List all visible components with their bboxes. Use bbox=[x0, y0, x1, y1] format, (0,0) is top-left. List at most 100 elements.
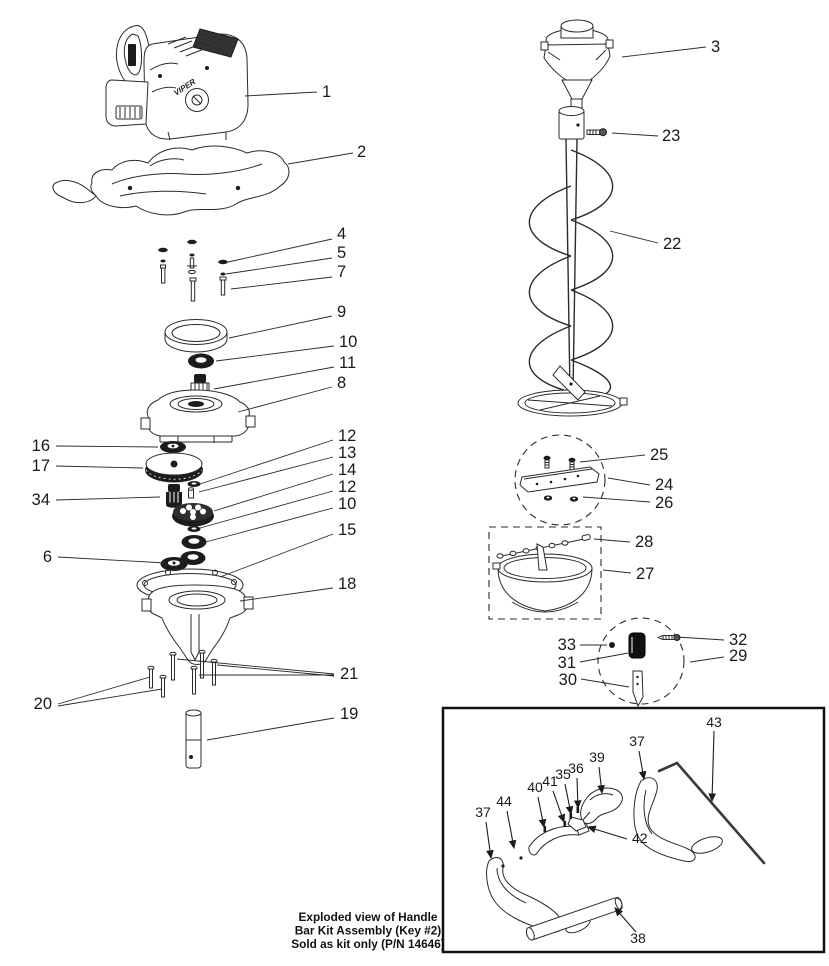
leader-line-auger bbox=[609, 230, 659, 244]
leader-line-blade bbox=[607, 477, 651, 486]
leader-line-bearing-upper bbox=[215, 345, 335, 362]
leader-line-fastener-40 bbox=[537, 796, 547, 829]
leader-line-throttle-grip bbox=[597, 766, 605, 795]
gearbox-assembly-drawing bbox=[540, 19, 614, 117]
housing-bolts-drawing bbox=[147, 649, 218, 698]
throttle-grip-drawing bbox=[580, 787, 623, 825]
callout-label-bearing-mid: 10 bbox=[338, 495, 356, 513]
leader-line-fastener-41 bbox=[552, 790, 566, 824]
leader-line-secondary-gear bbox=[213, 473, 334, 512]
lower-housing-drawing bbox=[141, 584, 254, 665]
leader-line-handlebar-frame bbox=[287, 152, 354, 165]
leader-line-washer-c bbox=[199, 439, 334, 485]
callout-label-point-kit: 29 bbox=[729, 647, 747, 665]
callout-label-washer-b: 5 bbox=[337, 244, 346, 262]
leader-line-bolts-right bbox=[216, 664, 335, 677]
callout-label-point-holder: 31 bbox=[558, 654, 576, 672]
callout-label-shaft-bolt: 23 bbox=[662, 127, 680, 145]
leader-line-engine bbox=[244, 91, 318, 97]
callout-label-pin: 13 bbox=[338, 444, 356, 462]
leader-line-handle-half-right bbox=[638, 750, 647, 781]
callout-layer: 1245791011816173412131412101561820211932… bbox=[32, 38, 748, 946]
callout-label-main-gear: 17 bbox=[32, 457, 50, 475]
leader-line-handle-half-left bbox=[485, 821, 494, 860]
leader-line-bolts-left bbox=[57, 688, 163, 707]
leader-line-shaft-bolt bbox=[611, 132, 659, 137]
leader-line-gearbox-housing-lower bbox=[239, 587, 334, 602]
callout-label-engine: 1 bbox=[322, 83, 331, 101]
caption: Exploded view of Handle Bar Kit Assembly… bbox=[291, 910, 444, 951]
callout-label-bearing-upper: 10 bbox=[339, 333, 357, 351]
callout-label-bolts-left: 20 bbox=[34, 695, 52, 713]
leader-line-blade-nuts bbox=[582, 496, 651, 503]
callout-label-blade-nuts: 26 bbox=[655, 494, 673, 512]
output-shaft-drawing bbox=[185, 709, 202, 769]
callout-label-blade-screws: 25 bbox=[650, 446, 668, 464]
leader-line-washer-a bbox=[227, 238, 333, 263]
handle-half-right-drawing bbox=[633, 777, 696, 863]
bearing-upper-drawing bbox=[188, 353, 214, 369]
leader-line-washer-d bbox=[199, 490, 334, 529]
callout-label-handle-grip-tube: 38 bbox=[630, 930, 646, 946]
caption-line-1: Exploded view of Handle bbox=[299, 910, 438, 924]
callout-label-handle-half-right: 37 bbox=[629, 733, 645, 749]
leader-line-pin bbox=[198, 456, 334, 493]
leader-line-pinion-gear bbox=[213, 366, 335, 390]
callout-label-throttle-grip: 39 bbox=[589, 749, 605, 765]
callout-label-secondary-gear: 14 bbox=[338, 461, 356, 479]
engine-drawing: VIPER bbox=[105, 25, 249, 141]
callout-label-centering-point: 30 bbox=[559, 671, 577, 689]
upper-housing-drawing bbox=[140, 389, 256, 443]
callout-label-output-shaft: 19 bbox=[340, 705, 358, 723]
main-gear-drawing bbox=[145, 452, 203, 483]
handle-grip-tube-drawing bbox=[525, 896, 623, 941]
leader-line-bolts-left bbox=[57, 676, 151, 705]
handle-clamp-center-drawing bbox=[528, 825, 580, 856]
callout-label-bearing-small: 16 bbox=[32, 437, 50, 455]
callout-label-handlebar-frame: 2 bbox=[357, 143, 366, 161]
fastener-cluster-drawing bbox=[158, 239, 228, 302]
leader-line-point-kit bbox=[689, 656, 725, 663]
blade-screw-drawing bbox=[543, 455, 576, 471]
callout-label-throttle-trigger: 42 bbox=[632, 830, 648, 846]
callout-label-pinion-gear: 11 bbox=[339, 354, 356, 372]
callout-label-bolt-a: 7 bbox=[337, 263, 346, 281]
point-kit-drawing bbox=[597, 617, 685, 708]
callout-label-gearbox-assembly: 3 bbox=[711, 38, 720, 56]
callout-label-blade: 24 bbox=[655, 476, 673, 494]
blade-nut-drawing bbox=[543, 495, 579, 502]
gear-stack-drawing bbox=[172, 481, 214, 565]
callout-label-washer-d: 12 bbox=[338, 478, 356, 496]
leader-line-fastener-44 bbox=[506, 810, 517, 850]
leader-line-retainer-chain bbox=[593, 538, 631, 543]
callout-label-gearbox-housing-upper: 8 bbox=[337, 374, 346, 392]
throttle-trigger-drawing bbox=[567, 816, 587, 832]
callout-label-handle-half-left: 37 bbox=[475, 804, 491, 820]
callout-label-gearbox-housing-lower: 18 bbox=[338, 575, 356, 593]
callout-label-throttle-cable: 43 bbox=[706, 714, 722, 730]
callout-label-drive-shaft-gear: 34 bbox=[32, 491, 50, 509]
guard-kit-drawing bbox=[488, 526, 602, 620]
leader-line-gearbox-housing-upper bbox=[237, 386, 333, 413]
leader-line-blade-guard bbox=[602, 569, 632, 574]
callout-label-fastener-41: 41 bbox=[542, 773, 558, 789]
callout-label-fastener-40: 40 bbox=[527, 779, 543, 795]
leader-line-throttle-trigger bbox=[586, 825, 628, 840]
auger-drawing bbox=[517, 106, 628, 417]
throttle-cable-drawing bbox=[657, 761, 766, 865]
drum-ring-drawing bbox=[164, 319, 228, 353]
leader-line-throttle-cable bbox=[708, 730, 717, 803]
leader-line-fastener-35 bbox=[564, 783, 574, 816]
leader-line-output-shaft bbox=[206, 717, 335, 741]
leader-line-gasket bbox=[219, 533, 334, 578]
leader-line-bearing-small bbox=[55, 445, 159, 448]
handlebar-kit-box bbox=[441, 706, 826, 954]
leader-line-point-screw-b bbox=[676, 636, 725, 641]
callout-label-gasket: 15 bbox=[338, 521, 356, 539]
drive-shaft-gear-drawing bbox=[166, 484, 182, 508]
leader-line-washer-b bbox=[225, 257, 333, 275]
callout-label-washer-a: 4 bbox=[337, 225, 346, 243]
caption-line-3: Sold as kit only (P/N 14646) bbox=[291, 937, 444, 951]
